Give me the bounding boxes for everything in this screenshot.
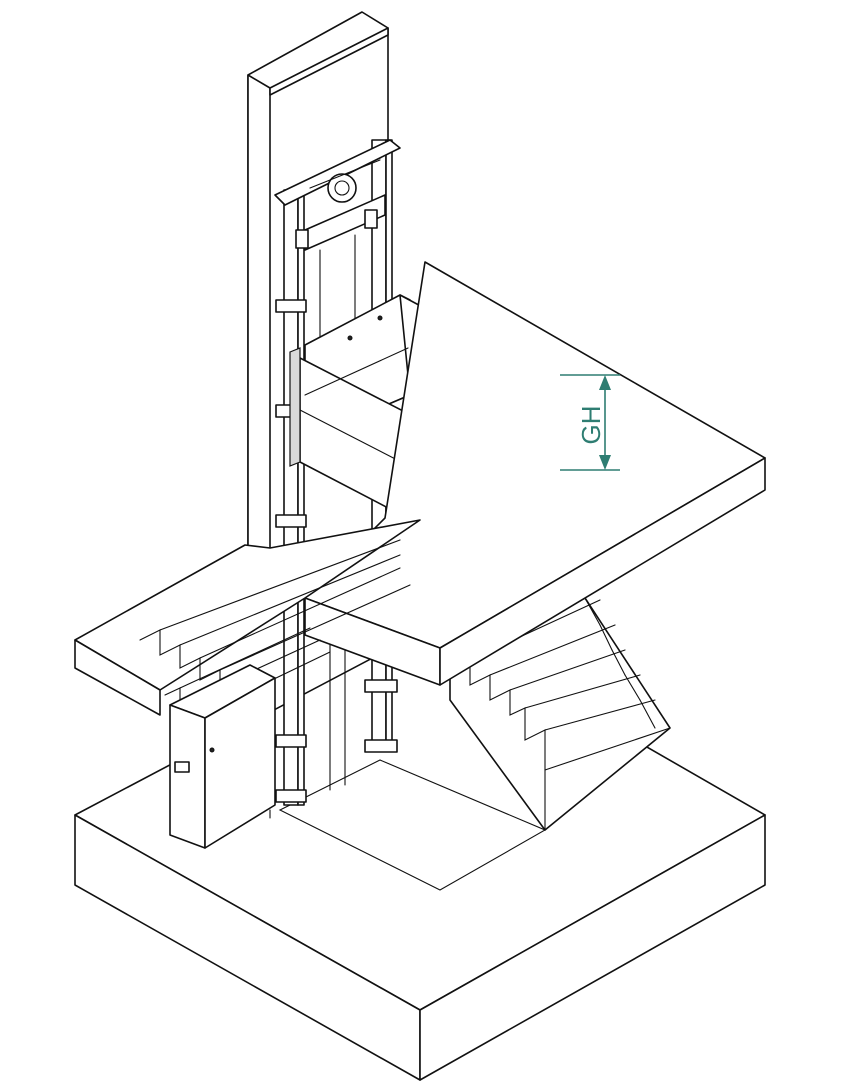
lower-staircase — [449, 597, 671, 831]
ground-floor-block — [74, 624, 766, 1081]
upper-floor-slab — [74, 261, 766, 716]
gh-dimension: GH — [560, 374, 620, 471]
gh-label: GH — [576, 406, 606, 445]
control-cabinet-icon — [169, 664, 276, 849]
lift-shaft-icon — [247, 11, 389, 591]
drive-head-unit — [274, 139, 401, 251]
